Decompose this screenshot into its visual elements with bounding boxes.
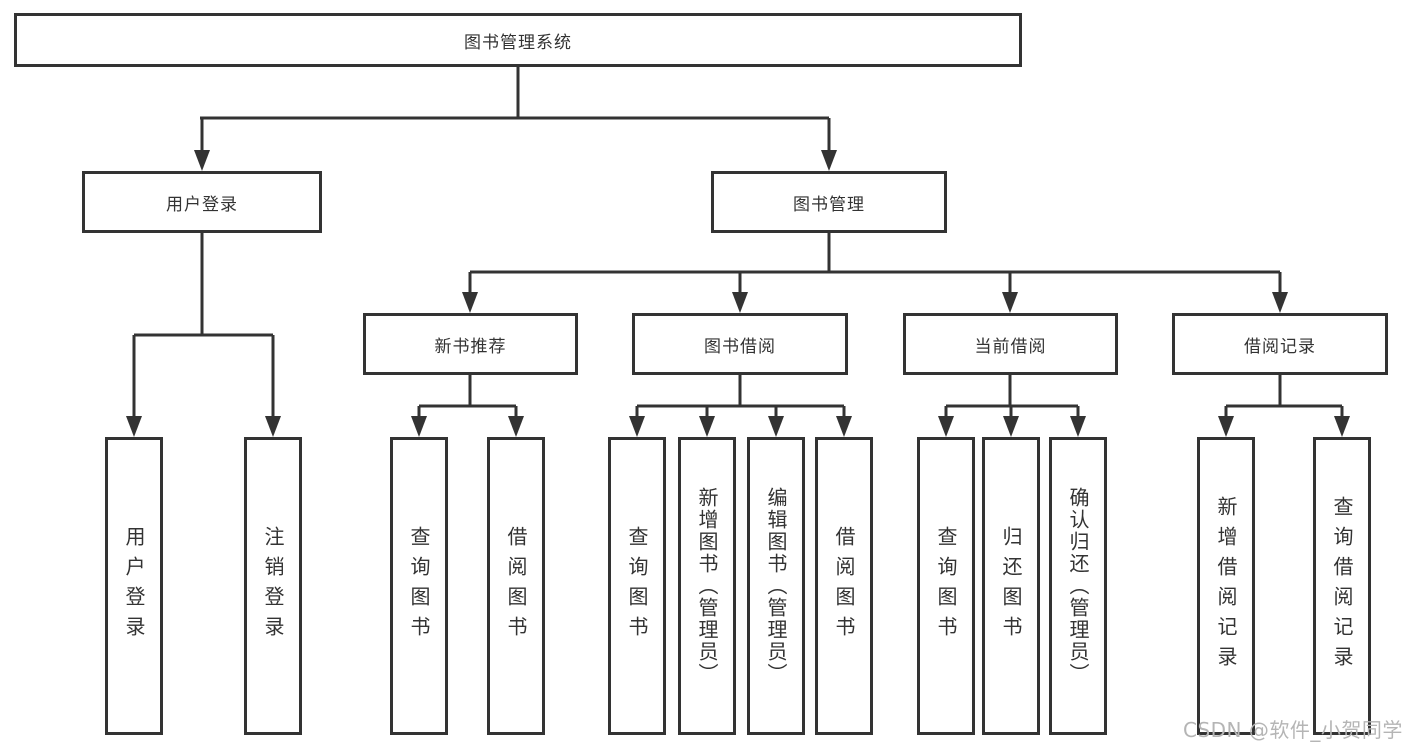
- arrowheads: [126, 150, 1350, 437]
- leaf-records-query: 查询借阅记录: [1313, 437, 1371, 735]
- connector-root: [200, 67, 831, 153]
- node-book-mgmt: 图书管理: [711, 171, 947, 233]
- node-borrow-records: 借阅记录: [1172, 313, 1388, 375]
- node-borrow-records-label: 借阅记录: [1244, 336, 1316, 357]
- leaf-borrow-edit: 编辑图书（管理员）: [747, 437, 805, 735]
- connector-borrow-records: [1224, 375, 1344, 419]
- node-user-login: 用户登录: [82, 171, 322, 233]
- node-current-borrow-label: 当前借阅: [974, 336, 1047, 357]
- leaf-borrow-add-label: 新增图书（管理员）: [695, 487, 719, 685]
- leaf-user-login: 用户登录: [105, 437, 163, 735]
- node-new-books: 新书推荐: [363, 313, 578, 375]
- leaf-newbooks-borrow-label: 借阅图书: [504, 526, 528, 646]
- connector-user-login: [132, 233, 275, 419]
- connector-book-borrow: [635, 375, 846, 419]
- leaf-newbooks-borrow: 借阅图书: [487, 437, 545, 735]
- leaf-current-confirm: 确认归还（管理员）: [1049, 437, 1107, 735]
- leaf-newbooks-query-label: 查询图书: [407, 526, 431, 646]
- node-book-borrow-label: 图书借阅: [704, 336, 776, 357]
- node-root-label: 图书管理系统: [464, 32, 572, 53]
- leaf-current-return-label: 归还图书: [999, 526, 1023, 646]
- leaf-records-add: 新增借阅记录: [1197, 437, 1255, 735]
- leaf-current-return: 归还图书: [982, 437, 1040, 735]
- csdn-watermark: CSDN @软件_小贺同学: [1183, 718, 1403, 742]
- leaf-current-query-label: 查询图书: [934, 526, 958, 646]
- connector-book-mgmt: [468, 233, 1282, 297]
- leaf-logout-label: 注销登录: [261, 526, 285, 646]
- node-user-login-label: 用户登录: [166, 194, 238, 215]
- connector-new-books: [417, 375, 518, 419]
- node-new-books-label: 新书推荐: [434, 336, 507, 357]
- leaf-records-add-label: 新增借阅记录: [1214, 496, 1238, 676]
- leaf-borrow-borrow-label: 借阅图书: [832, 526, 856, 646]
- node-book-mgmt-label: 图书管理: [793, 194, 865, 215]
- leaf-newbooks-query: 查询图书: [390, 437, 448, 735]
- leaf-logout: 注销登录: [244, 437, 302, 735]
- node-root: 图书管理系统: [14, 13, 1022, 67]
- leaf-borrow-query-label: 查询图书: [625, 526, 649, 646]
- node-book-borrow: 图书借阅: [632, 313, 848, 375]
- leaf-current-query: 查询图书: [917, 437, 975, 735]
- connector-current-borrow: [944, 375, 1080, 419]
- leaf-borrow-query: 查询图书: [608, 437, 666, 735]
- node-current-borrow: 当前借阅: [903, 313, 1118, 375]
- leaf-user-login-label: 用户登录: [122, 526, 146, 646]
- leaf-borrow-edit-label: 编辑图书（管理员）: [764, 487, 788, 685]
- leaf-borrow-add: 新增图书（管理员）: [678, 437, 736, 735]
- leaf-borrow-borrow: 借阅图书: [815, 437, 873, 735]
- leaf-records-query-label: 查询借阅记录: [1330, 496, 1354, 676]
- leaf-current-confirm-label: 确认归还（管理员）: [1066, 487, 1090, 685]
